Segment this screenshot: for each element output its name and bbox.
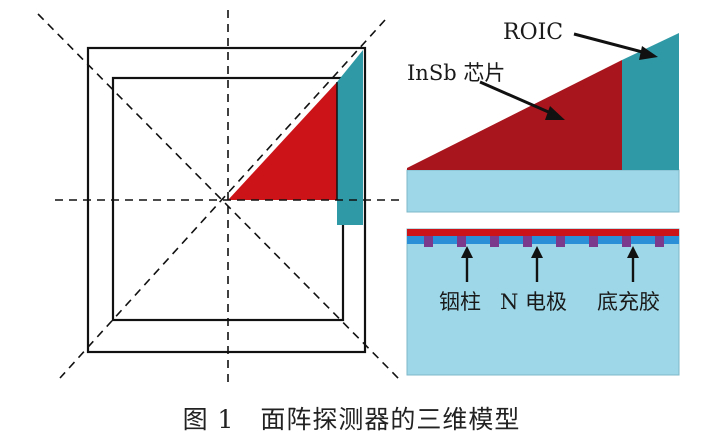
cross-section-lower — [406, 228, 680, 376]
roic-label: ROIC — [503, 20, 563, 45]
cross-section-upper — [406, 33, 680, 213]
indium-bump — [523, 236, 532, 247]
figure-caption: 图 1 面阵探测器的三维模型 — [182, 405, 521, 434]
n-electrode-label: N 电极 — [500, 290, 567, 314]
indium-bump — [424, 236, 433, 247]
insb-wedge — [228, 82, 337, 200]
arrow-underfill — [627, 246, 639, 282]
insb-layer — [407, 229, 679, 236]
insb-block — [407, 60, 622, 170]
arrow-indium — [461, 246, 473, 282]
roic-block — [622, 33, 679, 170]
indium-bump — [622, 236, 631, 247]
arrow-roic — [573, 32, 658, 60]
indium-bump — [589, 236, 598, 247]
underfill-label: 底充胶 — [597, 290, 660, 314]
indium-bump — [490, 236, 499, 247]
diagonal-dash-1 — [37, 13, 401, 381]
insb-chip-label: InSb 芯片 — [407, 61, 505, 85]
indium-bump — [655, 236, 664, 247]
substrate-upper — [406, 169, 680, 213]
indium-bump — [556, 236, 565, 247]
indium-bump — [457, 236, 466, 247]
roic-wedge — [337, 50, 363, 225]
top-view — [37, 10, 401, 385]
arrow-n-electrode — [531, 246, 543, 282]
indium-bump-label: 铟柱 — [439, 290, 481, 314]
diagonal-dash-2 — [59, 19, 386, 379]
underfill-layer — [407, 236, 679, 244]
arrow-insb — [479, 80, 565, 120]
